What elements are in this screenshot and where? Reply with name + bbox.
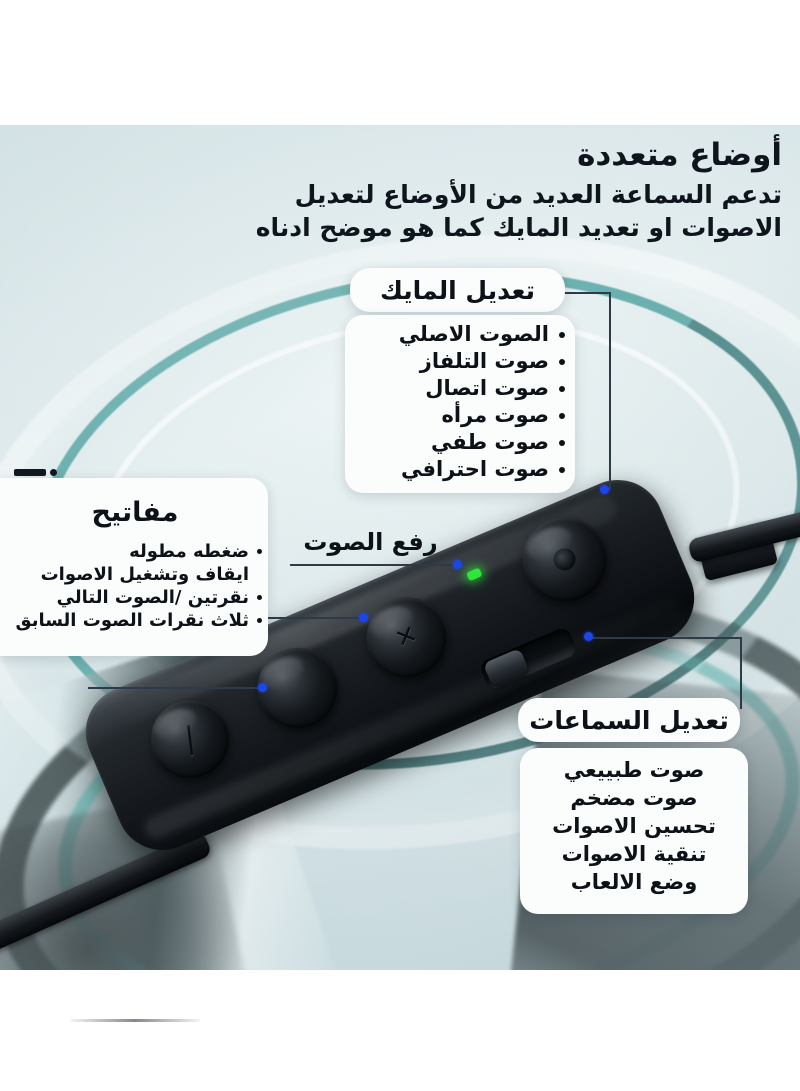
keys-option-label: ضغطه مطوله ايقاف وتشغيل الاصوات <box>10 540 249 586</box>
list-item: نقرتين /الصوت التالي <box>0 586 268 609</box>
page-heading: أوضاع متعددة تدعم السماعة العديد من الأو… <box>242 136 782 244</box>
bullet-dot-icon <box>559 466 565 473</box>
bullet-dot-icon <box>257 549 262 554</box>
list-item: صوت مرأه <box>361 402 565 429</box>
mic-option-label: صوت طفي <box>430 430 549 454</box>
list-item: صوت احترافي <box>361 456 565 483</box>
list-item: صوت طفي <box>361 429 565 456</box>
list-item: وضع الالعاب <box>570 870 698 894</box>
list-item: ثلاث نقرات الصوت السابق <box>0 609 268 632</box>
bullet-dot-icon <box>257 618 262 623</box>
speakers-callout-title-pill: تعديل السماعات <box>518 698 740 742</box>
bullet-dot-icon <box>257 595 262 600</box>
mic-option-list: الصوت الاصلي صوت التلفاز صوت اتصال صوت م… <box>345 315 575 483</box>
keys-option-label: ثلاث نقرات الصوت السابق <box>15 610 249 631</box>
keys-callout-title: مفاتيح <box>91 496 179 528</box>
list-item: تحسين الاصوات <box>552 814 716 838</box>
keys-callout-title-pill: مفاتيح <box>35 490 235 534</box>
mic-option-label: صوت مرأه <box>441 403 549 427</box>
anchor-dot-mode-slider <box>584 632 593 641</box>
bottom-white-band <box>0 970 800 1091</box>
keys-option-line: ايقاف وتشغيل الاصوات <box>40 564 249 585</box>
speakers-callout-box: صوت طبييعي صوت مضخم تحسين الاصوات تنقية … <box>520 748 748 914</box>
list-item: الصوت الاصلي <box>361 321 565 348</box>
bullet-dot-icon <box>559 439 565 446</box>
anchor-dot-play-pause-button <box>258 683 267 692</box>
left-dash-dot <box>50 469 57 476</box>
list-item: صوت طبييعي <box>563 758 705 782</box>
keys-option-label: نقرتين /الصوت التالي <box>56 587 249 608</box>
mic-callout-title: تعديل المايك <box>379 275 536 305</box>
bullet-dot-icon <box>559 385 565 392</box>
keys-title-divider <box>70 1019 200 1022</box>
list-item: تنقية الاصوات <box>561 842 707 866</box>
anchor-dot-middle-button <box>359 613 368 622</box>
bullet-dot-icon <box>559 412 565 419</box>
bullet-dot-icon <box>559 331 565 338</box>
keys-callout-box: ضغطه مطوله ايقاف وتشغيل الاصوات نقرتين /… <box>0 478 268 1022</box>
heading-title: أوضاع متعددة <box>577 137 782 173</box>
keys-option-list: ضغطه مطوله ايقاف وتشغيل الاصوات نقرتين /… <box>0 540 268 632</box>
bullet-dot-icon <box>559 358 565 365</box>
list-item: صوت اتصال <box>361 375 565 402</box>
mic-option-label: صوت التلفاز <box>419 349 549 373</box>
mic-callout-title-pill: تعديل المايك <box>350 268 565 312</box>
volume-up-label: رفع الصوت <box>303 528 438 556</box>
top-white-band <box>0 0 800 125</box>
keys-option-line: ضغطه مطوله <box>129 541 249 562</box>
speakers-option-list: صوت طبييعي صوت مضخم تحسين الاصوات تنقية … <box>520 748 748 896</box>
play-pause-icon: ❘ <box>175 719 205 758</box>
anchor-dot-top-button <box>600 485 609 494</box>
anchor-dot-multiply-button <box>453 560 462 569</box>
mic-option-label: صوت اتصال <box>425 376 549 400</box>
left-dash-marker <box>14 469 46 476</box>
list-item: ضغطه مطوله ايقاف وتشغيل الاصوات <box>0 540 268 586</box>
heading-subtitle-line-2: الاصوات او تعديد المايك كما هو موضح ادنا… <box>255 213 782 242</box>
heading-subtitle-line-1: تدعم السماعة العديد من الأوضاع لتعديل <box>294 180 782 209</box>
list-item: صوت مضخم <box>570 786 698 810</box>
mic-option-label: صوت احترافي <box>400 457 549 481</box>
mic-callout-box: الصوت الاصلي صوت التلفاز صوت اتصال صوت م… <box>345 315 575 493</box>
mic-option-label: الصوت الاصلي <box>398 322 549 346</box>
speakers-callout-title: تعديل السماعات <box>529 705 729 735</box>
list-item: صوت التلفاز <box>361 348 565 375</box>
